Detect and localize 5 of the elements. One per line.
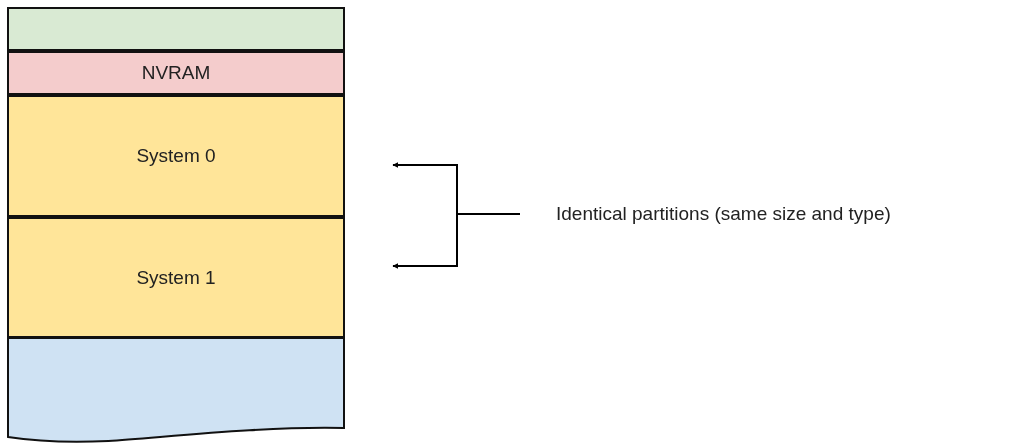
partition-label: System 0 — [136, 145, 216, 167]
arrow — [392, 213, 521, 269]
region-label: NVRAM — [141, 62, 211, 84]
partition-label: System 1 — [136, 266, 216, 289]
annotation-text: Identical partitions (same size and type) — [556, 203, 891, 225]
